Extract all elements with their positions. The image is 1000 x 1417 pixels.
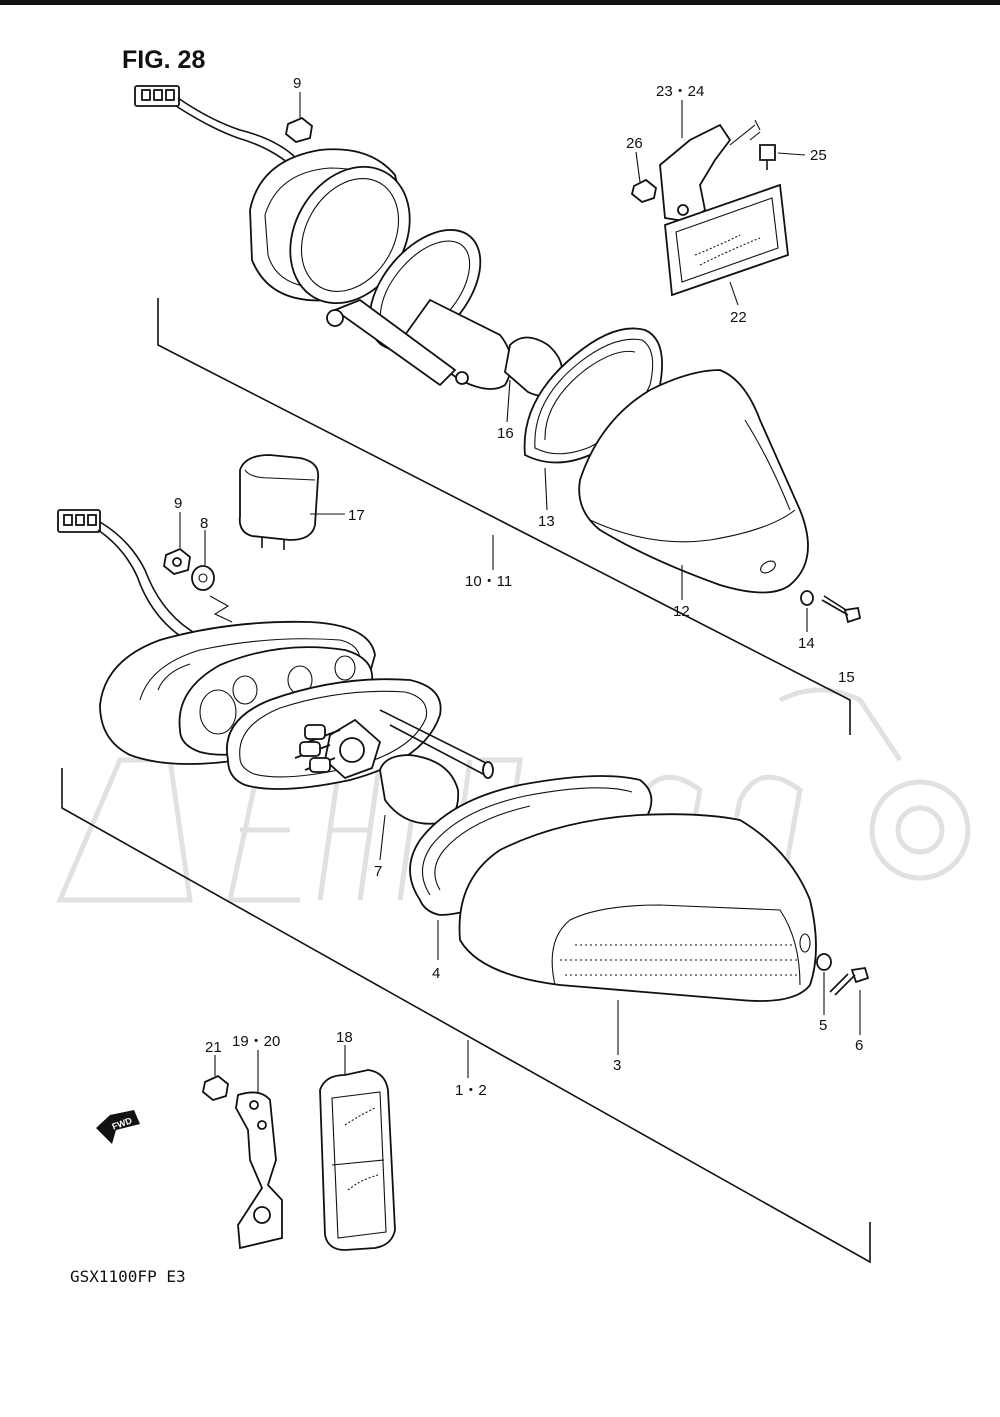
callout-10-11: 10・11	[465, 573, 512, 590]
nut-21	[202, 1074, 229, 1102]
callout-8: 8	[200, 515, 208, 532]
bracket-19-20	[235, 1091, 283, 1250]
callout-25: 25	[810, 147, 827, 164]
callout-labels: 9 23・24 26 25 22 16 13 17 9 8 10・11 12 1…	[174, 75, 863, 1099]
callout-4: 4	[432, 965, 440, 982]
callout-15: 15	[838, 669, 855, 686]
callout-1-2: 1・2	[455, 1082, 487, 1099]
callout-7: 7	[374, 863, 382, 880]
callout-21: 21	[205, 1039, 222, 1056]
lower-turn-signal-assembly	[57, 509, 871, 1264]
upper-turn-signal-assembly	[134, 85, 851, 735]
callout-6: 6	[855, 1037, 863, 1054]
top-border	[0, 0, 1000, 5]
callout-23-24: 23・24	[656, 83, 704, 100]
callout-5: 5	[819, 1017, 827, 1034]
callout-9-mid: 9	[174, 495, 182, 512]
callout-19-20: 19・20	[232, 1033, 280, 1050]
callout-14: 14	[798, 635, 815, 652]
reflector-18	[319, 1069, 396, 1251]
washer-14-screw-15	[800, 590, 862, 624]
callout-12: 12	[673, 603, 690, 620]
callout-13: 13	[538, 513, 555, 530]
callout-18: 18	[336, 1029, 353, 1046]
figure-title: FIG. 28	[122, 46, 205, 74]
flasher-relay-17	[238, 454, 320, 550]
callout-9-top: 9	[293, 75, 301, 92]
callout-17: 17	[348, 507, 365, 524]
fwd-arrow-icon: FWD	[96, 1110, 140, 1144]
model-code: GSX1100FP E3	[70, 1267, 186, 1286]
nut-and-washer	[163, 547, 215, 591]
leader-lines	[179, 92, 861, 1092]
callout-16: 16	[497, 425, 514, 442]
callout-26: 26	[626, 135, 643, 152]
callout-3: 3	[613, 1057, 621, 1074]
callout-22: 22	[730, 309, 747, 326]
